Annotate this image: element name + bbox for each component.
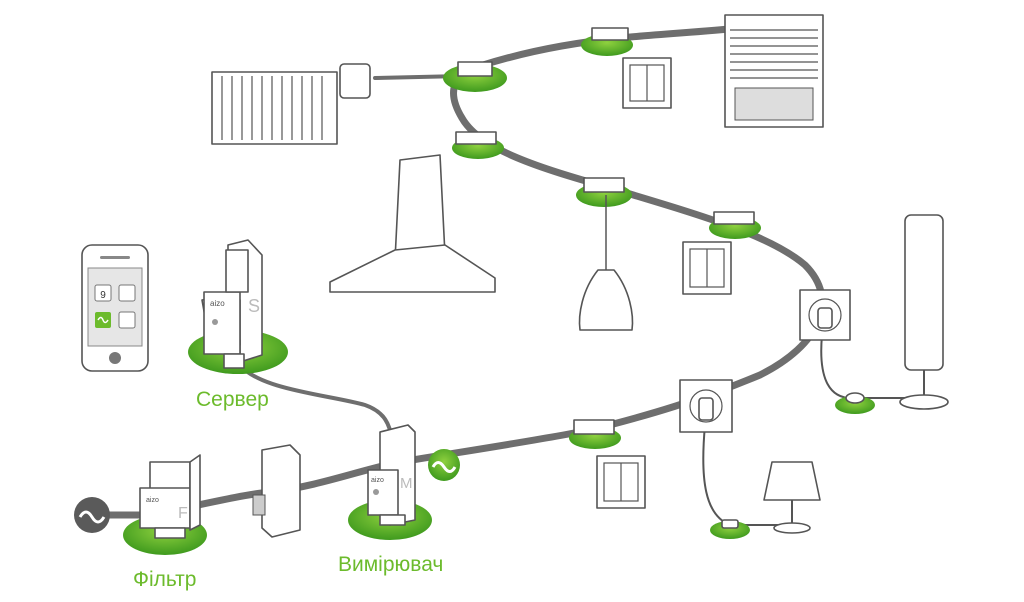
meter-label: Вимірювач (338, 553, 444, 576)
server-label: Сервер (196, 388, 269, 411)
brand-label: aizo (210, 299, 225, 308)
filter-label: Фільтр (133, 568, 197, 591)
brand-label: aizo (146, 497, 159, 504)
calendar-day: 9 (100, 290, 106, 301)
light-switch-icon[interactable] (682, 241, 732, 295)
table-lamp-icon (721, 461, 821, 534)
server-cable (238, 363, 394, 442)
module-letter: M (400, 475, 413, 492)
floor-lamp-icon (845, 214, 949, 410)
light-switch-icon[interactable] (622, 57, 672, 109)
smartphone-icon[interactable]: 9 (81, 244, 149, 372)
filter-module[interactable]: aizo F (139, 454, 201, 539)
meter-module[interactable]: aizo M (367, 424, 416, 526)
bus-terminals (455, 27, 755, 435)
cooker-hood-icon (329, 154, 496, 293)
power-socket-icon[interactable] (799, 289, 851, 341)
power-socket-icon[interactable] (679, 379, 733, 433)
bus-cable (88, 24, 826, 519)
server-module[interactable]: aizo S (201, 239, 263, 369)
floorlamp-cable (820, 334, 905, 400)
module-letter: S (248, 296, 260, 316)
radiator-icon (211, 63, 371, 145)
module-letter: F (178, 505, 188, 522)
light-switch-icon[interactable] (596, 455, 646, 509)
circuit-breaker-icon (252, 444, 301, 538)
brand-label: aizo (371, 477, 384, 484)
pendant-lamp-icon (578, 195, 634, 331)
ac-wave-icon (428, 449, 460, 481)
ac-wave-icon (74, 497, 110, 533)
roller-shutter-icon (724, 14, 824, 128)
